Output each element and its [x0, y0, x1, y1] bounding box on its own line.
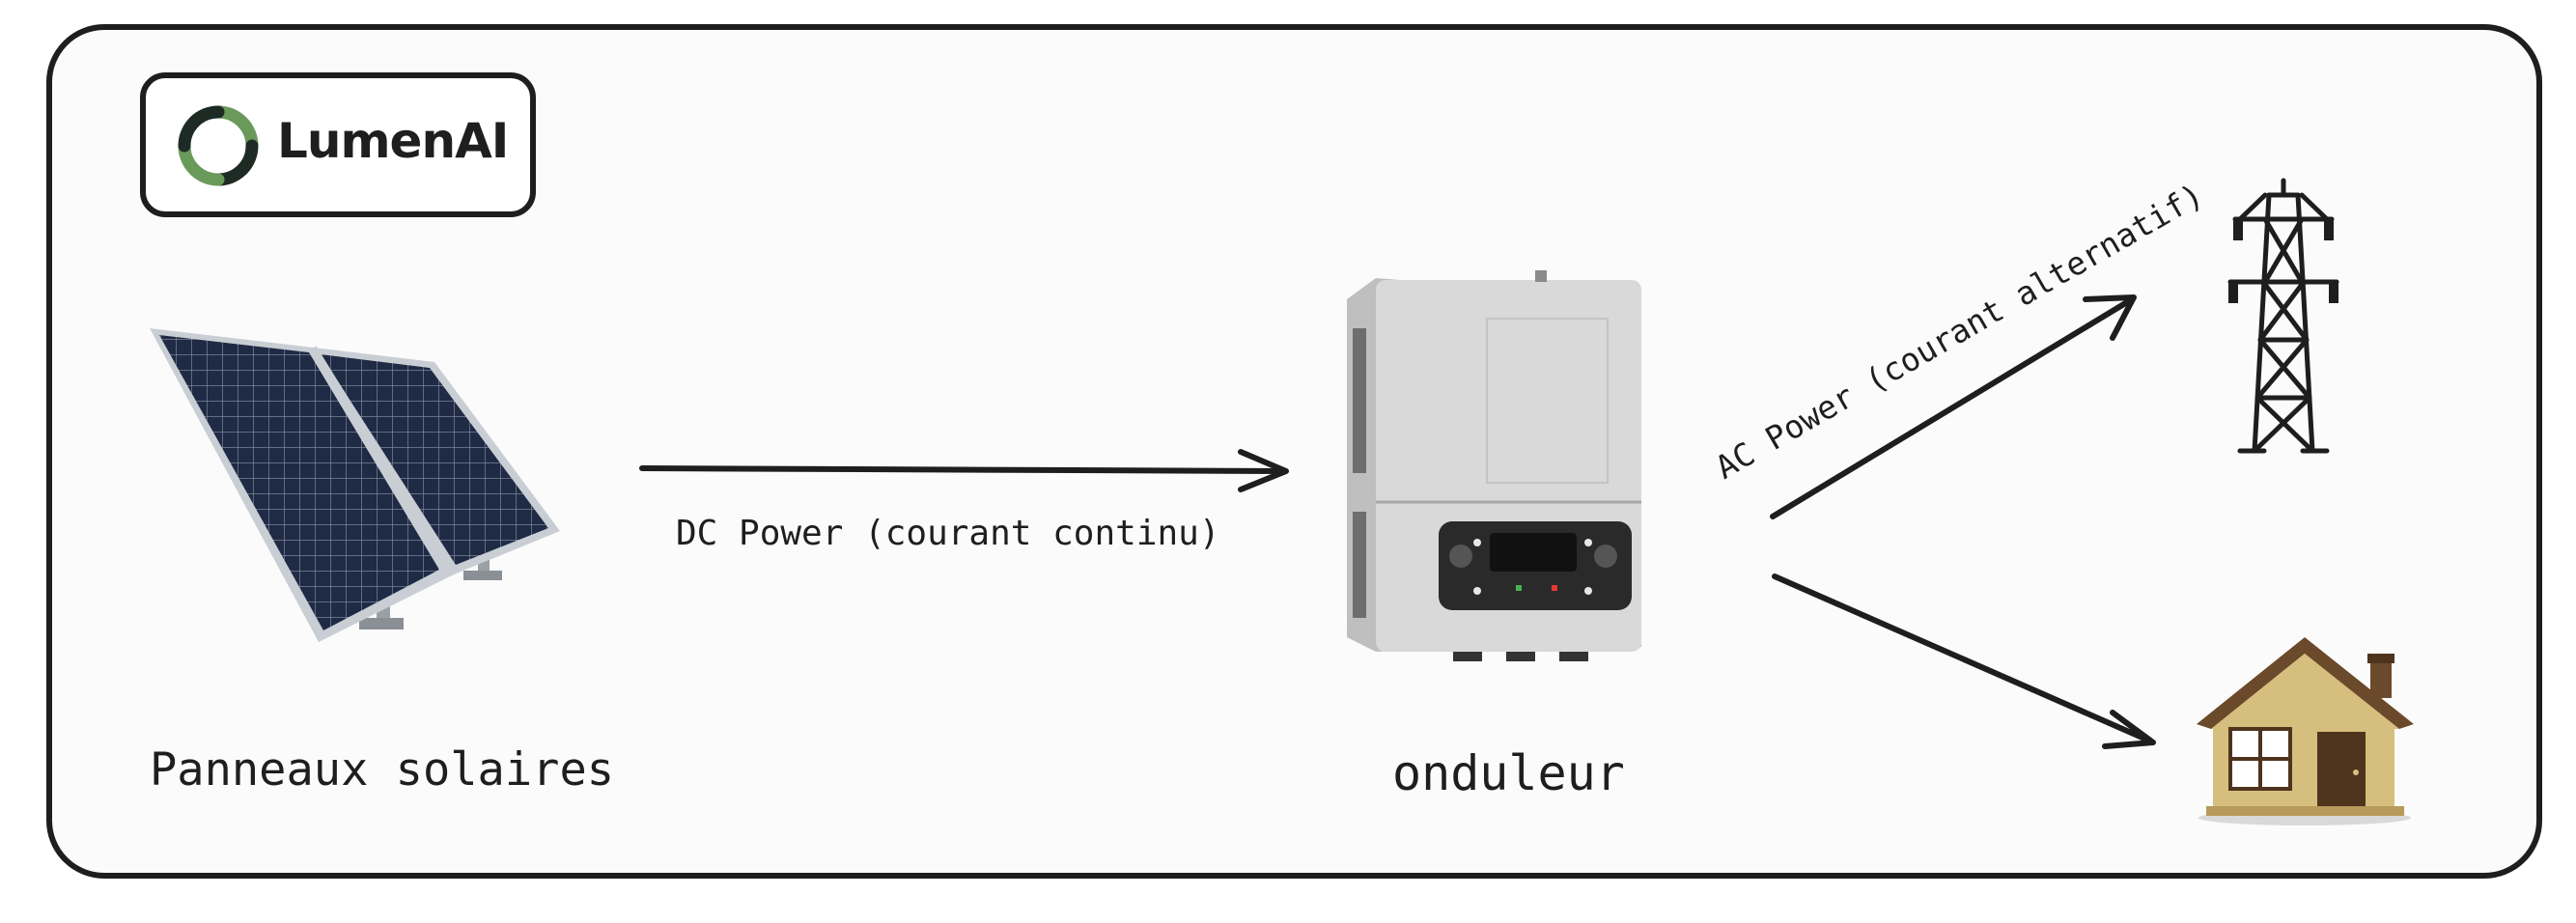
- inverter-label: onduleur: [1392, 745, 1625, 801]
- dc-power-label: DC Power (courant continu): [676, 514, 1220, 553]
- house-icon: [2197, 637, 2414, 825]
- ac-power-arrows: [1770, 294, 2156, 749]
- solar-panels-label: Panneaux solaires: [150, 743, 615, 797]
- brand-logo: LumenAI: [140, 72, 536, 217]
- brand-name: LumenAI: [277, 113, 509, 169]
- dc-power-arrow: [639, 449, 1289, 492]
- inverter-icon: [1347, 270, 1641, 661]
- lumenai-logo-icon: [178, 105, 259, 186]
- solar-panel-icon: [150, 328, 560, 642]
- power-pylon-icon: [2227, 178, 2339, 454]
